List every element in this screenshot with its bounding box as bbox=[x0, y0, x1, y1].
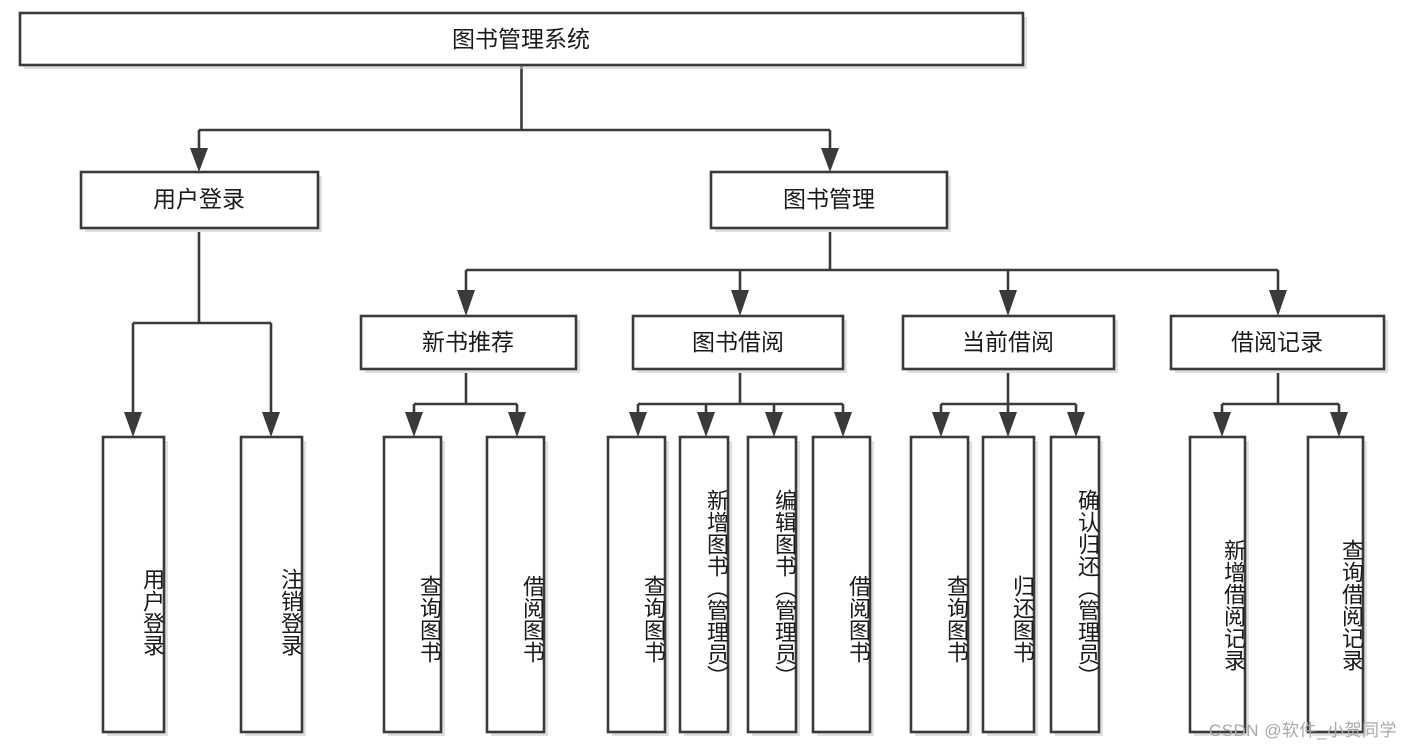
node-box-leaf-cb-query-book[interactable] bbox=[909, 435, 970, 734]
node-box-leaf-bb-borrow-book[interactable] bbox=[811, 435, 872, 734]
arrow-borrow bbox=[731, 290, 749, 316]
label-borrow-record: 借阅记录 bbox=[1231, 329, 1323, 355]
arrow-leaf-user-login bbox=[124, 412, 142, 437]
node-box-leaf-user-login[interactable] bbox=[101, 435, 166, 734]
node-box-book-borrow[interactable] bbox=[631, 314, 845, 371]
arrow-leaf-br-add bbox=[1213, 412, 1231, 437]
arrow-leaf-nb-borrow bbox=[508, 412, 526, 437]
node-box-leaf-cb-return-book[interactable] bbox=[981, 435, 1036, 734]
edge-group bbox=[124, 65, 1348, 437]
node-box-leaf-bb-add-book[interactable] bbox=[678, 435, 730, 734]
node-box-leaf-br-add-record[interactable] bbox=[1188, 435, 1247, 734]
label-current-borrow: 当前借阅 bbox=[962, 329, 1054, 355]
arrow-leaf-cb-return bbox=[999, 412, 1017, 437]
arrow-leaf-cb-confirm bbox=[1067, 412, 1085, 437]
node-box-leaf-bb-query-book[interactable] bbox=[606, 435, 667, 734]
label-root: 图书管理系统 bbox=[452, 26, 590, 52]
node-box-root[interactable] bbox=[18, 11, 1025, 67]
arrow-leaf-cb-query bbox=[932, 412, 950, 437]
arrow-leaf-bb-add bbox=[697, 412, 715, 437]
node-box-current-borrow[interactable] bbox=[901, 314, 1116, 371]
node-box-new-book-recommend[interactable] bbox=[359, 314, 578, 371]
label-book-borrow: 图书借阅 bbox=[692, 329, 784, 355]
label-user-login: 用户登录 bbox=[153, 186, 245, 212]
node-box-leaf-logout[interactable] bbox=[239, 435, 304, 734]
arrow-newbook bbox=[457, 290, 475, 316]
arrow-book-manage bbox=[821, 148, 839, 172]
arrow-record bbox=[1269, 290, 1287, 316]
node-box-borrow-record[interactable] bbox=[1169, 314, 1386, 371]
arrow-leaf-br-query bbox=[1330, 412, 1348, 437]
node-box-leaf-br-query-record[interactable] bbox=[1306, 435, 1365, 734]
node-box-group bbox=[18, 11, 1388, 736]
arrow-user-login bbox=[190, 148, 208, 172]
horizontal-label-group: 图书管理系统 用户登录 图书管理 新书推荐 图书借阅 当前借阅 借阅记录 bbox=[153, 26, 1323, 355]
arrow-leaf-bb-borrow bbox=[834, 412, 852, 437]
label-book-manage: 图书管理 bbox=[783, 186, 875, 212]
arrow-leaf-bb-query bbox=[629, 412, 647, 437]
node-box-leaf-cb-confirm-return[interactable] bbox=[1049, 435, 1101, 734]
arrow-current bbox=[999, 290, 1017, 316]
label-new-book-recommend: 新书推荐 bbox=[422, 329, 514, 355]
node-box-leaf-nb-query-book[interactable] bbox=[382, 435, 443, 734]
node-box-user-login[interactable] bbox=[79, 170, 320, 230]
node-box-leaf-bb-edit-book[interactable] bbox=[746, 435, 798, 734]
arrow-leaf-logout bbox=[262, 412, 280, 437]
arrow-leaf-bb-edit bbox=[765, 412, 783, 437]
arrow-leaf-nb-query bbox=[405, 412, 423, 437]
node-box-book-manage[interactable] bbox=[709, 170, 949, 230]
csdn-watermark: CSDN @软件_小贺同学 bbox=[1208, 721, 1397, 740]
node-box-leaf-nb-borrow-book[interactable] bbox=[485, 435, 546, 734]
